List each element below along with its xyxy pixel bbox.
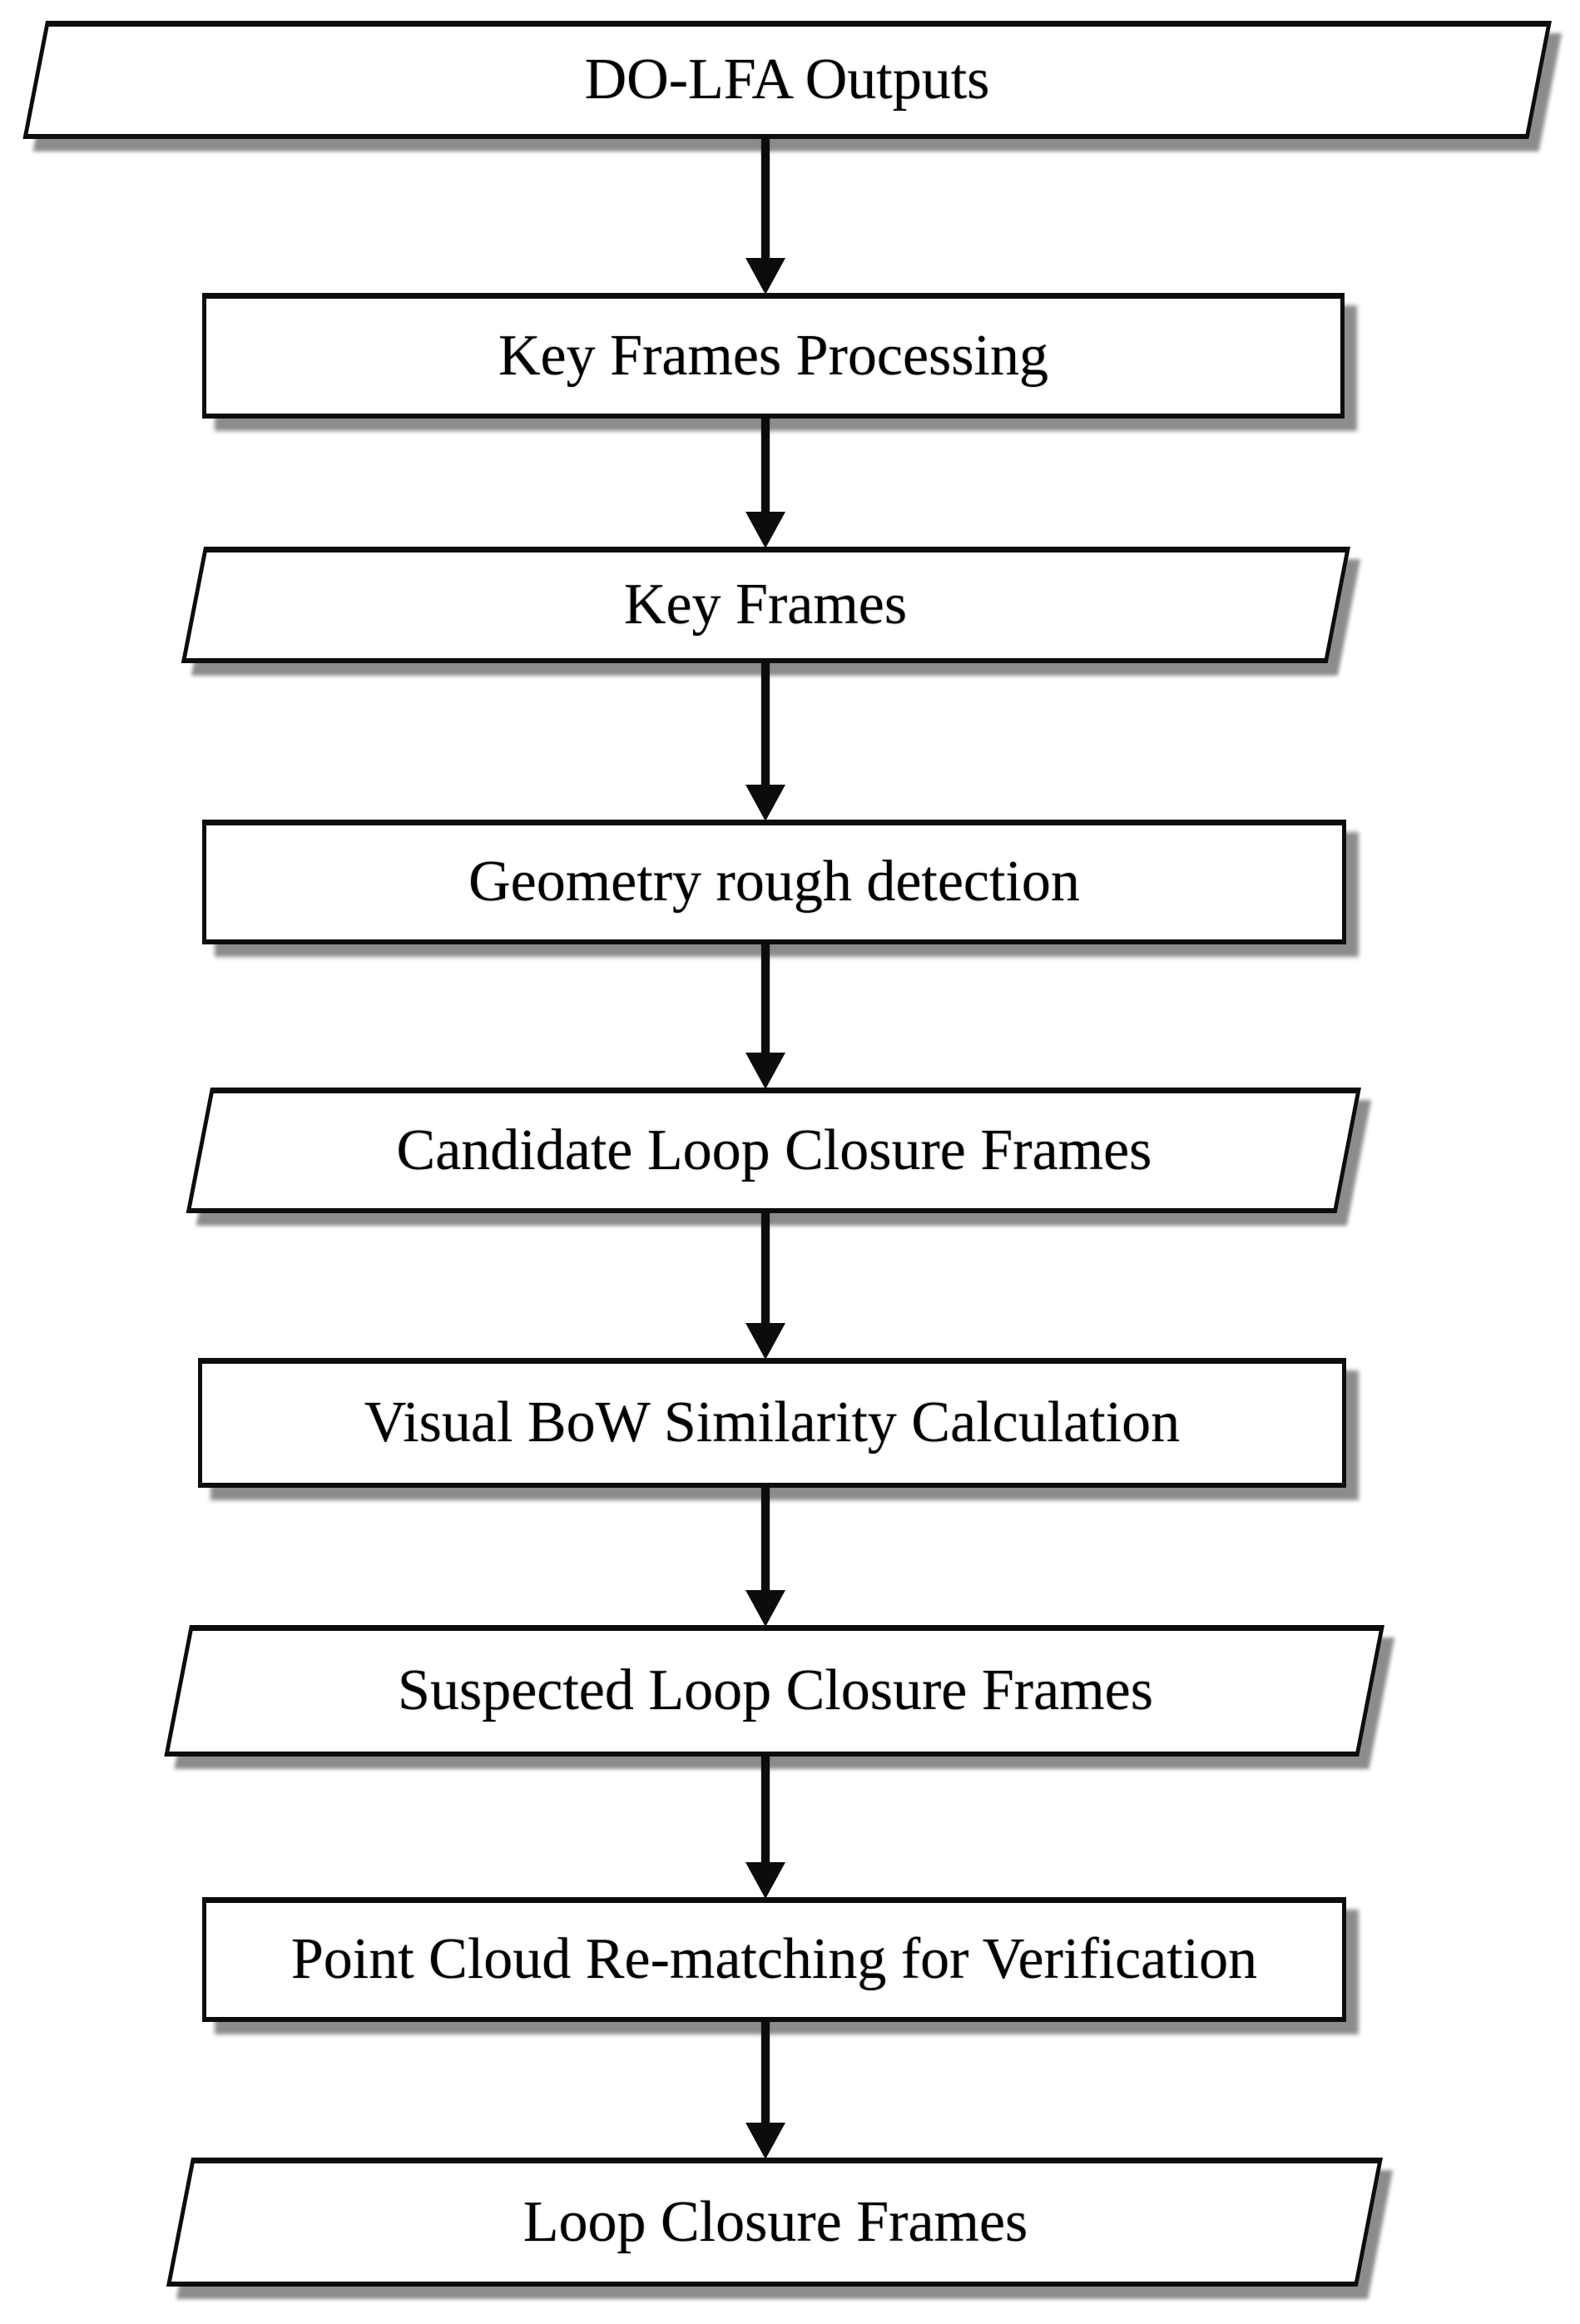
rectangle-shape — [198, 1358, 1346, 1488]
arrowhead-icon — [745, 1590, 785, 1627]
flow-node-loop-closure-frames: Loop Closure Frames — [166, 2158, 1383, 2287]
arrowhead-icon — [745, 1053, 785, 1089]
flow-arrow-3-4 — [745, 663, 785, 821]
flow-node-key-frames: Key Frames — [181, 547, 1351, 663]
flow-node-geometry-rough-detection: Geometry rough detection — [202, 820, 1346, 944]
flow-node-do-lfa-outputs: DO-LFA Outputs — [22, 21, 1553, 139]
node-label: Point Cloud Re-matching for Verification — [290, 1927, 1258, 1991]
flow-arrow-6-7 — [745, 1488, 785, 1627]
arrowhead-icon — [745, 785, 785, 821]
node-label: Key Frames — [623, 572, 908, 637]
flow-arrow-2-3 — [745, 419, 785, 548]
node-label: Candidate Loop Closure Frames — [396, 1117, 1152, 1182]
flow-arrow-8-9 — [745, 2020, 785, 2159]
arrowhead-icon — [745, 2123, 785, 2159]
flow-node-suspected-loop-closure-frames: Suspected Loop Closure Frames — [164, 1625, 1385, 1757]
flow-arrow-7-8 — [745, 1757, 785, 1899]
arrow-stem — [761, 1488, 770, 1597]
arrow-stem — [761, 1757, 770, 1869]
node-label: Key Frames Processing — [498, 323, 1048, 388]
node-label: Visual BoW Similarity Calculation — [364, 1390, 1181, 1454]
node-label: Suspected Loop Closure Frames — [398, 1658, 1153, 1722]
flow-node-visual-bow-similarity: Visual BoW Similarity Calculation — [198, 1358, 1346, 1488]
arrow-stem — [761, 944, 770, 1059]
arrowhead-icon — [745, 258, 785, 295]
arrow-stem — [761, 1213, 770, 1330]
arrow-stem — [761, 2020, 770, 2129]
rectangle-shape — [202, 293, 1345, 419]
node-label: Loop Closure Frames — [523, 2189, 1028, 2254]
rectangle-shape — [202, 1897, 1346, 2022]
arrow-stem — [761, 663, 770, 791]
flow-arrow-1-2 — [745, 139, 785, 295]
flow-arrow-5-6 — [745, 1213, 785, 1360]
arrowhead-icon — [745, 1323, 785, 1360]
arrowhead-icon — [745, 1862, 785, 1899]
flow-arrow-4-5 — [745, 944, 785, 1089]
flow-node-key-frames-processing: Key Frames Processing — [202, 293, 1345, 419]
flow-node-candidate-loop-closure-frames: Candidate Loop Closure Frames — [186, 1088, 1362, 1213]
arrow-stem — [761, 139, 770, 265]
flow-node-point-cloud-rematching: Point Cloud Re-matching for Verification — [202, 1897, 1346, 2022]
node-label: Geometry rough detection — [468, 850, 1080, 914]
node-label: DO-LFA Outputs — [584, 47, 990, 111]
rectangle-shape — [202, 820, 1346, 944]
arrowhead-icon — [745, 512, 785, 548]
arrow-stem — [761, 419, 770, 518]
